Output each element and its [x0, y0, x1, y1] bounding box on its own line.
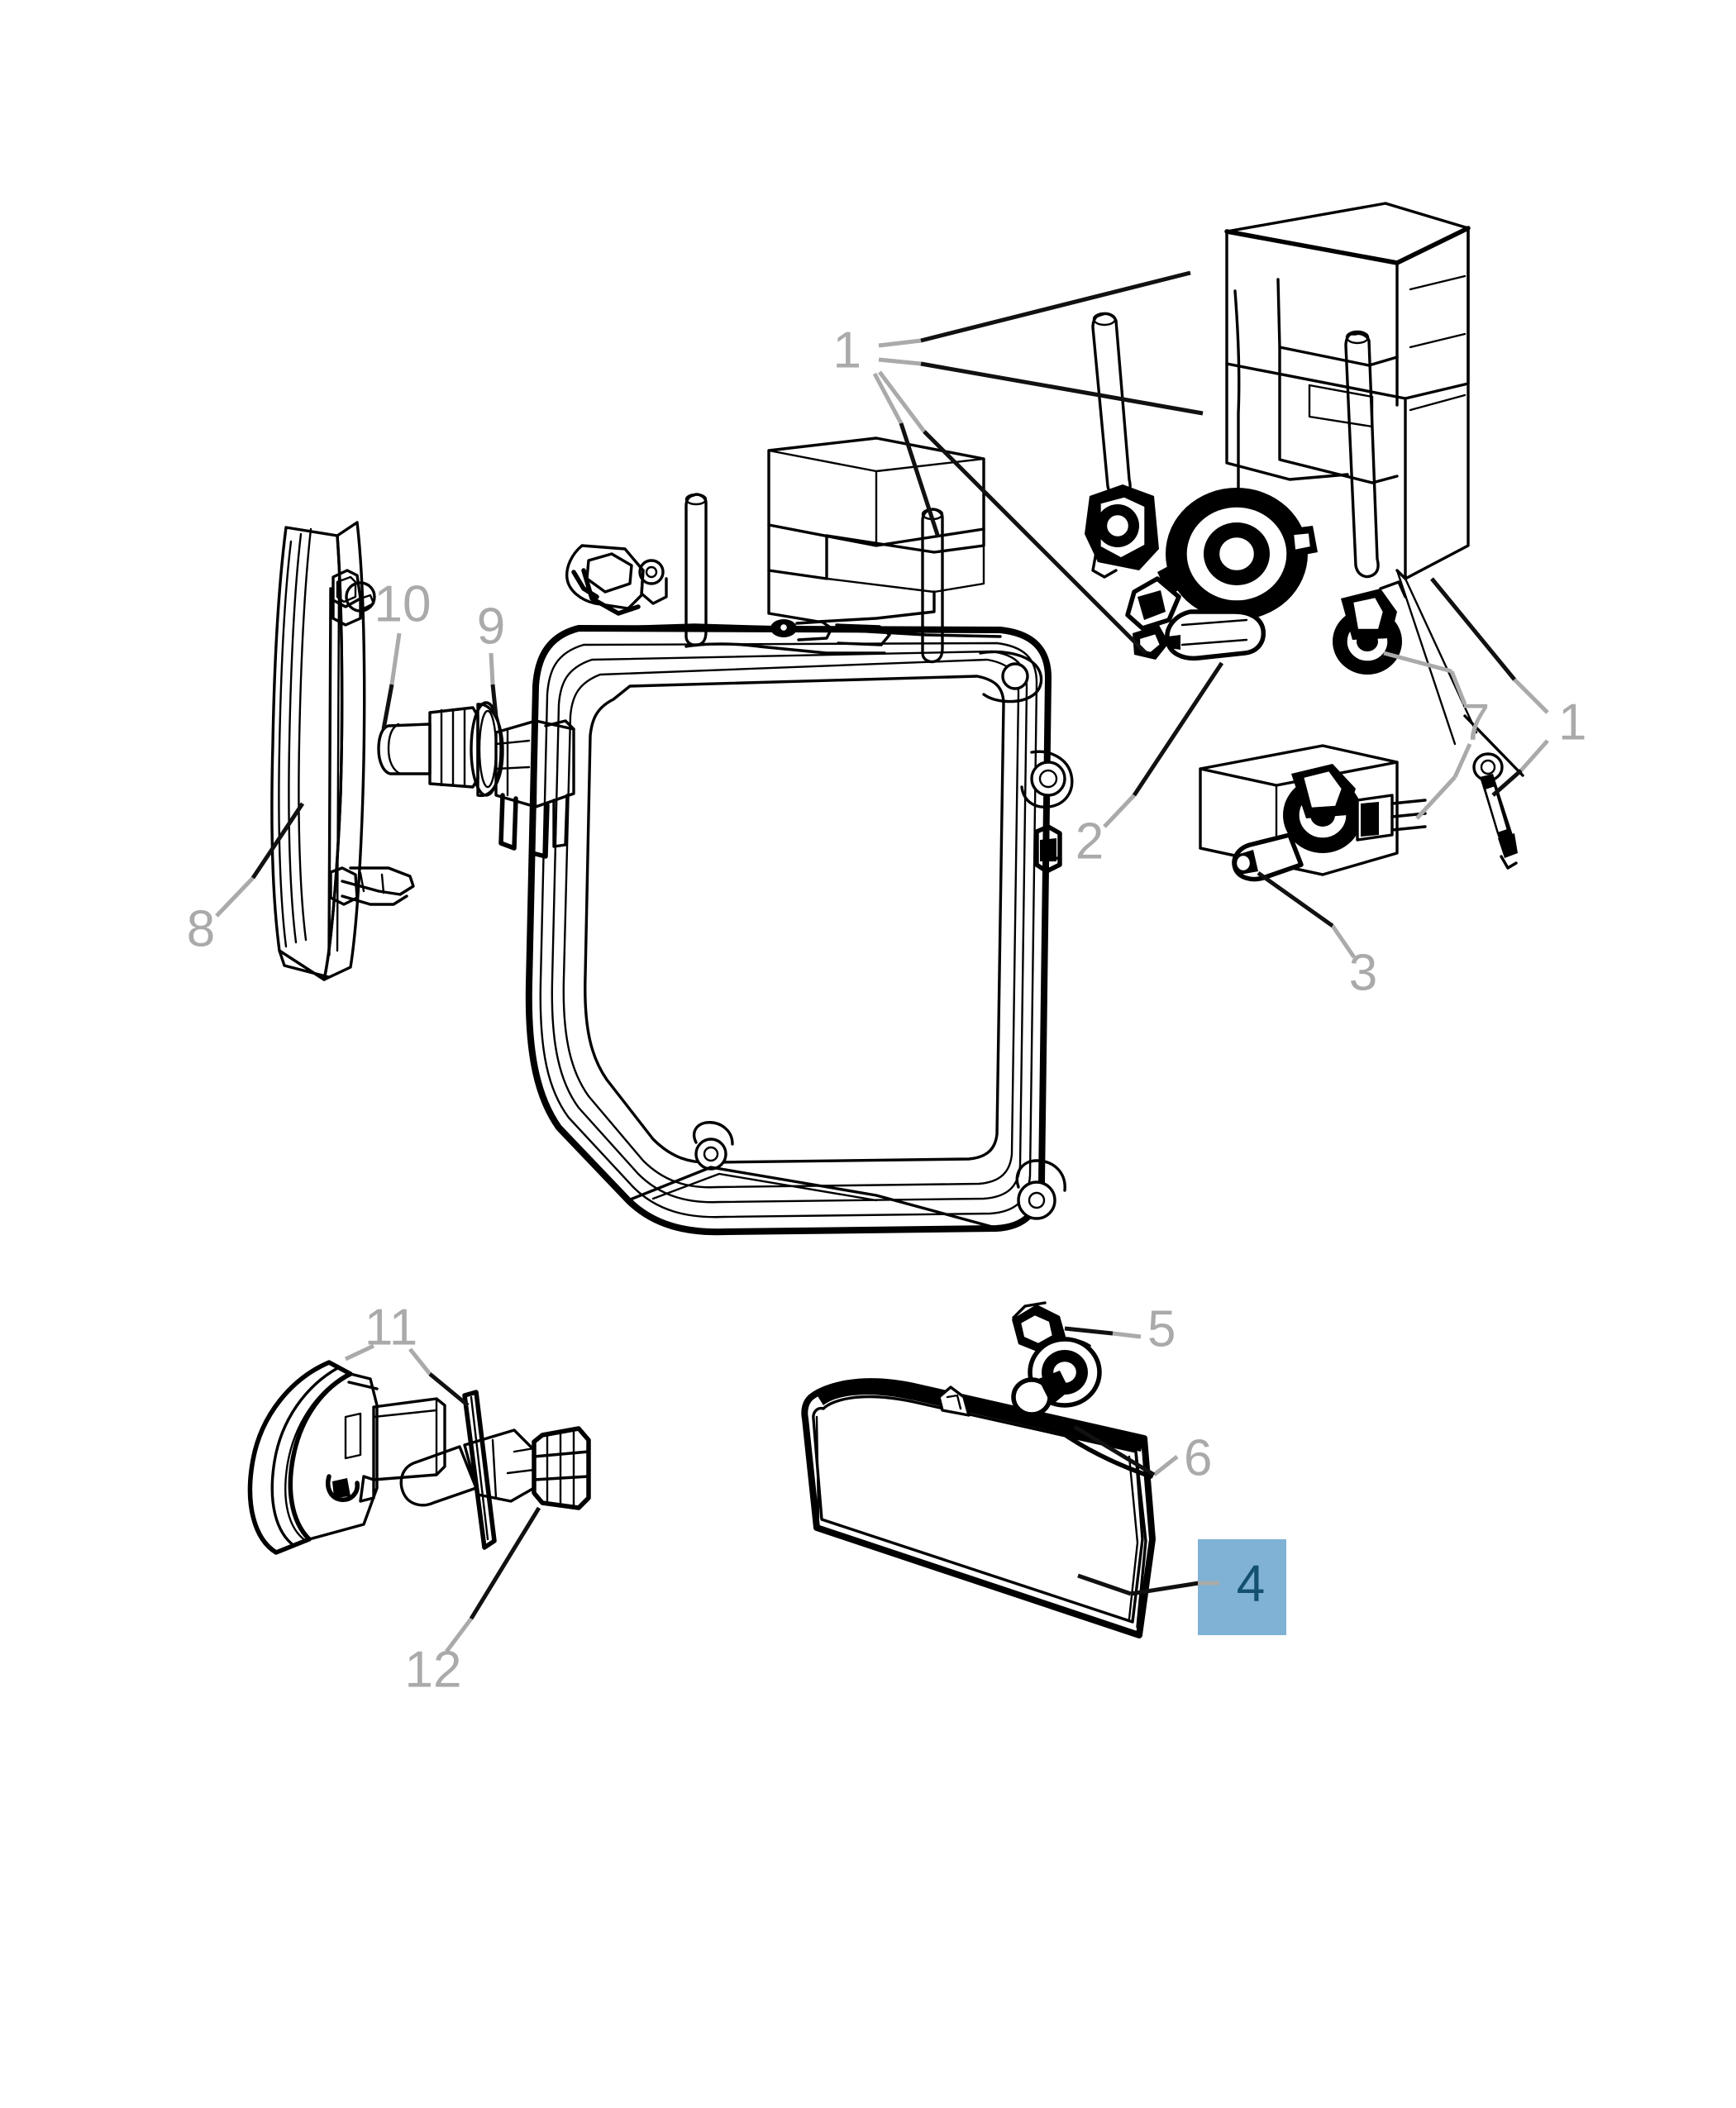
side-repeater-lamp-part-11	[247, 1360, 446, 1555]
callout-1-upper[interactable]: 1	[833, 322, 861, 379]
callout-2[interactable]: 2	[1075, 813, 1104, 870]
callout-11[interactable]: 11	[365, 1299, 417, 1356]
callout-6[interactable]: 6	[1184, 1429, 1212, 1486]
bulb-retainer-part-7	[1333, 580, 1407, 675]
headlamp-leveling-motor-part-10	[377, 701, 504, 798]
bulb-left	[1085, 484, 1159, 579]
headlamp-bulb-connector-part-2	[1165, 609, 1266, 661]
callout-8[interactable]: 8	[187, 900, 215, 957]
park-turn-socket-part-3	[1232, 764, 1427, 882]
callout-1-right[interactable]: 1	[1558, 694, 1586, 751]
callout-9[interactable]: 9	[477, 598, 505, 655]
callout-7[interactable]: 7	[1462, 694, 1490, 751]
side-marker-bulb-socket	[1011, 1301, 1153, 1479]
mounting-screw-right	[1472, 752, 1518, 870]
callout-4[interactable]: 4	[1237, 1555, 1265, 1612]
highlight-box-part-4[interactable]	[1198, 1539, 1286, 1635]
bulb-center	[1125, 488, 1318, 631]
leader-lines	[215, 270, 1549, 1653]
callout-10[interactable]: 10	[374, 575, 432, 632]
side-marker-lens-part-4	[801, 1378, 1156, 1638]
callout-3[interactable]: 3	[1349, 944, 1377, 1001]
headlamp-bulb-module	[1085, 202, 1524, 882]
callout-5[interactable]: 5	[1147, 1300, 1176, 1357]
callout-labels: 1 1 2 3 4 5 6 7 8 9 10 11 12	[187, 322, 1587, 1698]
headlamp-housing-assembly	[525, 436, 1074, 1236]
headlamp-bezel-part-8	[270, 521, 415, 981]
callout-12[interactable]: 12	[405, 1641, 462, 1698]
small-connector	[1133, 625, 1169, 660]
side-repeater-socket-part-12	[399, 1390, 591, 1550]
